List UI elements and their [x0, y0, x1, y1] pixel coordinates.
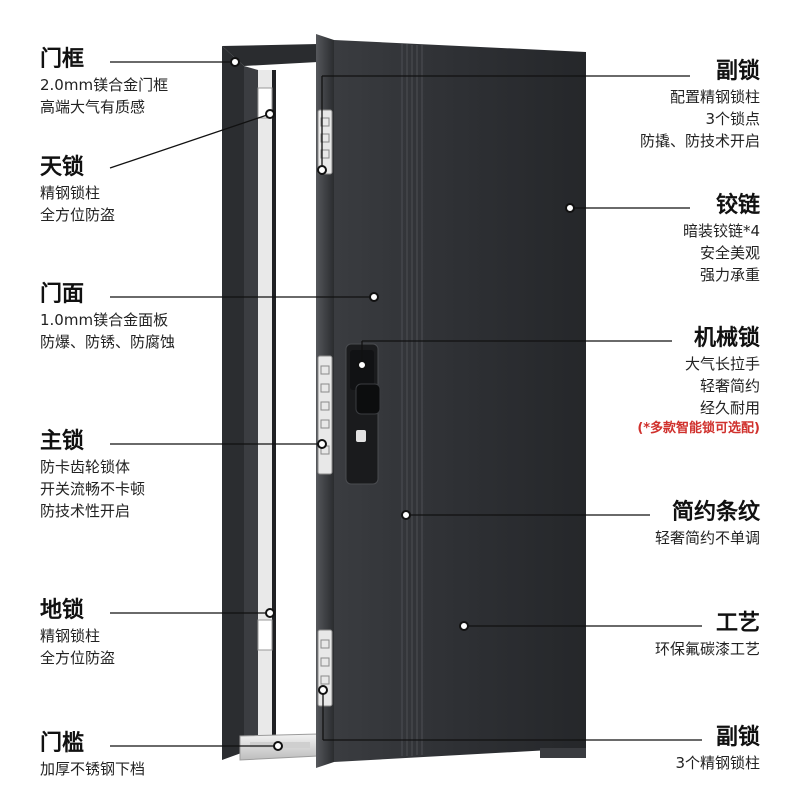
threshold-line: 加厚不锈钢下档 — [40, 760, 146, 778]
mech-lock-line: 大气长拉手 — [684, 355, 760, 373]
callout-aux-lock-top: 副锁 配置精钢锁柱 3个锁点 防撬、防技术开启 — [640, 58, 760, 152]
callout-frame: 门框 2.0mm镁合金门框 高端大气有质感 — [40, 46, 168, 118]
hinge-line: 暗装铰链*4 — [682, 222, 760, 240]
main-lock-line: 开关流畅不卡顿 — [40, 480, 146, 498]
mech-lock-note: (*多款智能锁可选配) — [637, 421, 760, 436]
door-face-line: 1.0mm镁合金面板 — [40, 311, 169, 329]
craft-title: 工艺 — [715, 611, 760, 636]
callout-threshold: 门槛 加厚不锈钢下档 — [40, 730, 145, 780]
mech-lock-line: 轻奢简约 — [699, 377, 760, 395]
callout-stripes: 简约条纹 轻奢简约不单调 — [655, 499, 760, 549]
door-face-line: 防爆、防锈、防腐蚀 — [40, 333, 176, 351]
main-lock-title: 主锁 — [40, 429, 85, 454]
top-lock-line: 精钢锁柱 — [40, 184, 101, 202]
aux-lock-bottom-title: 副锁 — [715, 725, 760, 750]
door-frame — [222, 44, 318, 760]
floor-lock-line: 全方位防盗 — [40, 649, 116, 667]
floor-lock-line: 精钢锁柱 — [40, 627, 101, 645]
door-leaf — [334, 40, 586, 762]
frame-line: 高端大气有质感 — [40, 98, 146, 116]
hinge-line: 安全美观 — [699, 244, 760, 262]
callout-aux-lock-bottom: 副锁 3个精钢锁柱 — [675, 724, 760, 774]
craft-line: 环保氟碳漆工艺 — [654, 640, 760, 658]
leader-lines — [109, 61, 702, 747]
callout-floor-lock: 地锁 精钢锁柱 全方位防盗 — [40, 597, 115, 669]
door-handle — [345, 343, 381, 485]
mech-lock-title: 机械锁 — [693, 326, 760, 351]
aux-lock-bottom-line: 3个精钢锁柱 — [675, 754, 760, 772]
frame-title: 门框 — [40, 47, 85, 72]
stripes-line: 轻奢简约不单调 — [654, 529, 760, 547]
frame-line: 2.0mm镁合金门框 — [40, 76, 169, 94]
floor-lock-title: 地锁 — [40, 598, 85, 623]
door-face-title: 门面 — [40, 282, 85, 307]
callout-top-lock: 天锁 精钢锁柱 全方位防盗 — [40, 154, 115, 226]
leader-dots — [230, 57, 575, 751]
mech-lock-line: 经久耐用 — [699, 399, 760, 417]
door-stripes — [401, 44, 423, 756]
hinge-title: 铰链 — [715, 193, 760, 218]
aux-lock-top-title: 副锁 — [715, 59, 760, 84]
aux-lock-top-line: 配置精钢锁柱 — [669, 88, 760, 106]
main-lock-line: 防技术性开启 — [40, 502, 131, 520]
aux-lock-top-line: 3个锁点 — [705, 110, 760, 128]
top-lock-title: 天锁 — [40, 155, 85, 180]
top-lock-line: 全方位防盗 — [40, 206, 116, 224]
threshold-title: 门槛 — [40, 731, 85, 756]
hinge-line: 强力承重 — [699, 266, 760, 284]
callout-craft: 工艺 环保氟碳漆工艺 — [655, 610, 760, 660]
callout-mech-lock: 机械锁 大气长拉手 轻奢简约 经久耐用 (*多款智能锁可选配) — [637, 325, 760, 439]
stripes-title: 简约条纹 — [671, 500, 760, 525]
main-lock-line: 防卡齿轮锁体 — [40, 458, 131, 476]
callout-main-lock: 主锁 防卡齿轮锁体 开关流畅不卡顿 防技术性开启 — [40, 428, 145, 522]
callout-door-face: 门面 1.0mm镁合金面板 防爆、防锈、防腐蚀 — [40, 281, 175, 353]
callout-hinge: 铰链 暗装铰链*4 安全美观 强力承重 — [683, 192, 760, 286]
aux-lock-top-line: 防撬、防技术开启 — [639, 132, 760, 150]
